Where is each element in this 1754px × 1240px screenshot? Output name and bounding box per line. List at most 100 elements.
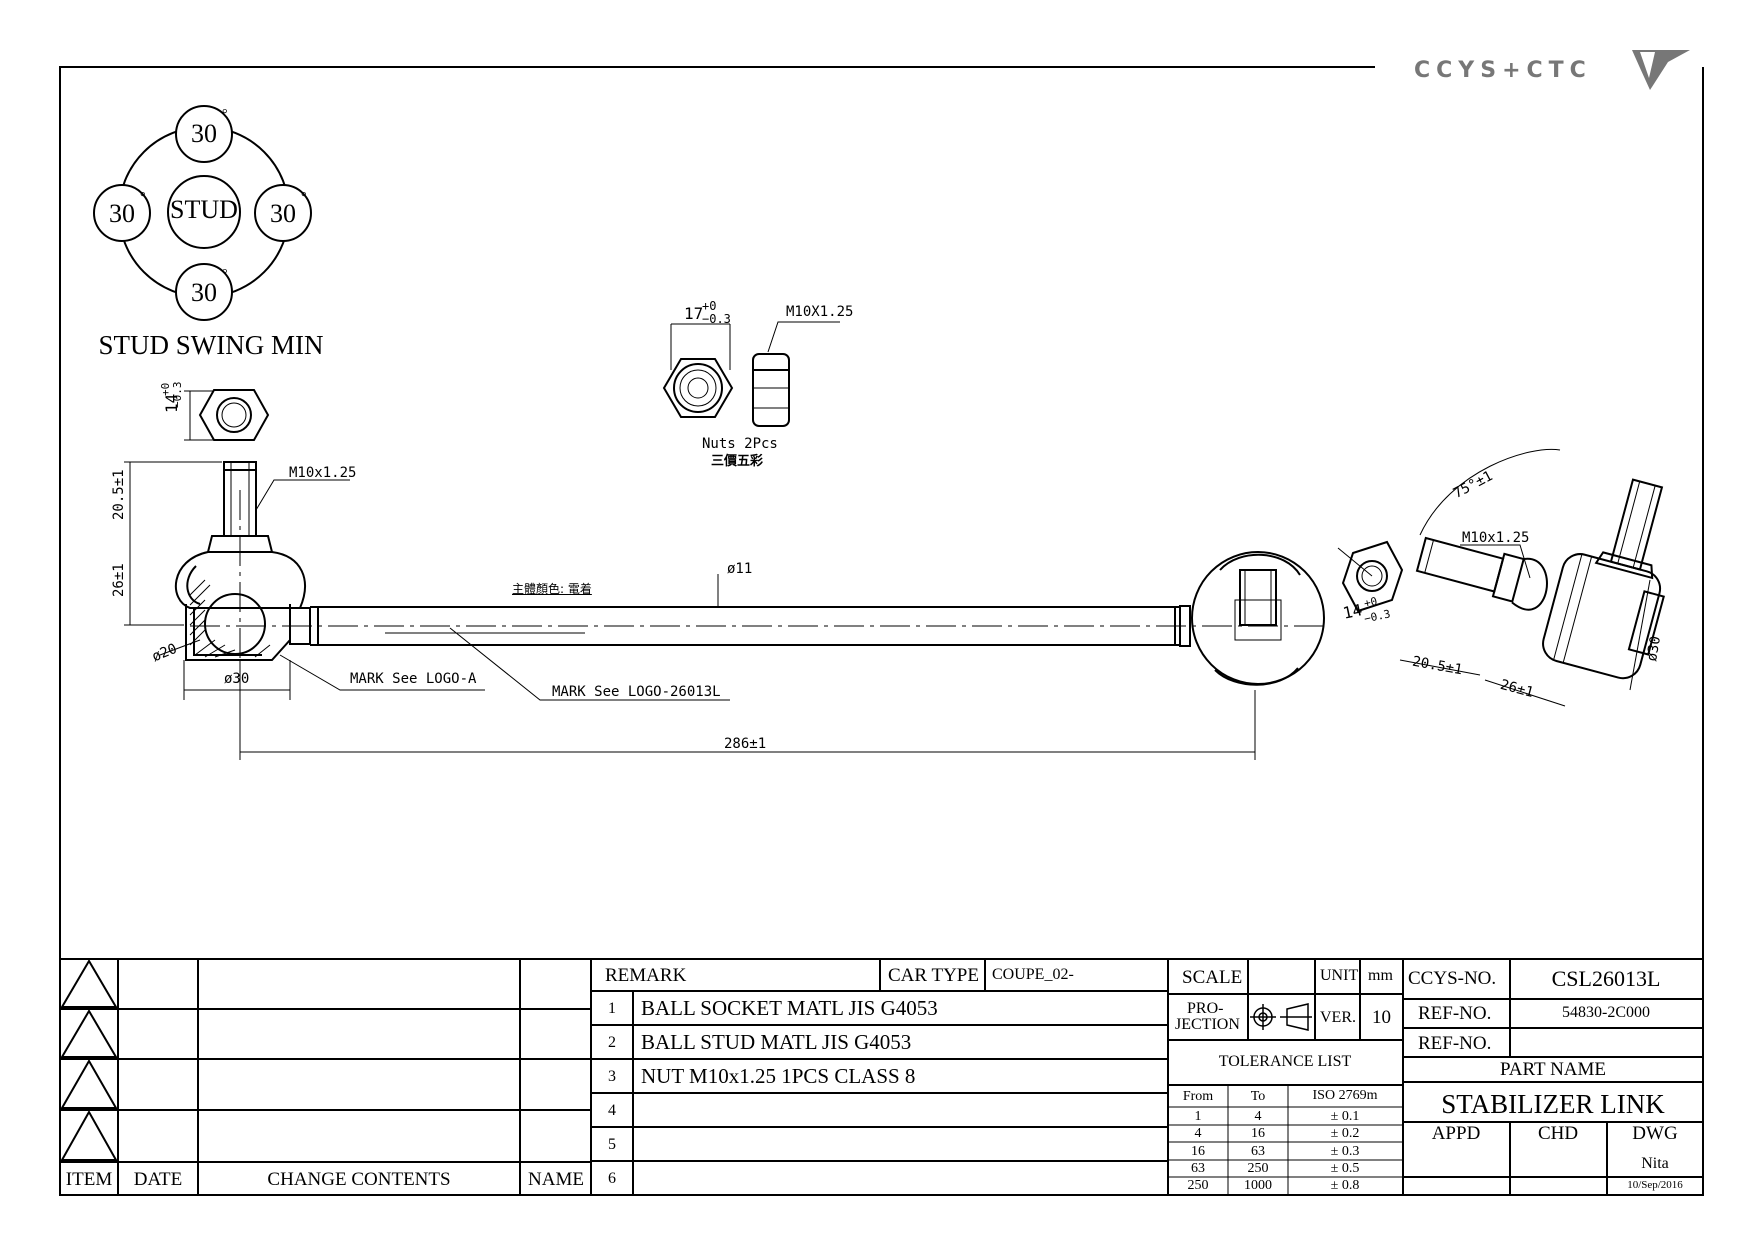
stud-length-dim: 20.5±1 [111, 469, 127, 520]
stud-swing-diagram [93, 105, 312, 321]
right-hex-nut [1341, 540, 1404, 613]
nut-width-dim: 17 [684, 304, 704, 323]
nut-width-tol-plus: +0 [702, 299, 717, 313]
top-nuts-drawing [662, 353, 790, 427]
tolerance-title: TOLERANCE LIST [1218, 1053, 1352, 1070]
tol-header-iso: ISO 2769m [1312, 1088, 1378, 1103]
left-hex-tol-minus: −0.3 [171, 381, 184, 409]
rev-header-item: ITEM [65, 1169, 113, 1190]
right-hex-tol-plus: +0 [1362, 594, 1379, 611]
nuts-finish-label: 三價五彩 [711, 454, 764, 469]
projection-symbol-icon [1250, 1003, 1312, 1031]
tol-value: ± 0.5 [1330, 1161, 1360, 1176]
rod [310, 606, 1180, 646]
left-hex-tol-plus: +0 [159, 382, 172, 396]
ref-no-label: REF-NO. [1418, 1003, 1492, 1024]
projection-label-2: JECTION [1175, 1016, 1240, 1033]
degree-mark: ° [140, 190, 146, 205]
tol-header-to: To [1250, 1089, 1266, 1104]
rev-header-date: DATE [133, 1169, 183, 1190]
car-type-value: COUPE_02- [992, 966, 1074, 983]
degree-mark: ° [301, 190, 307, 205]
degree-mark: ° [222, 267, 228, 282]
mark-logo-a-note: MARK See LOGO-A [350, 671, 477, 687]
tol-from: 250 [1187, 1178, 1209, 1193]
right-dia-label: ø30 [1644, 634, 1665, 663]
part-name-label: PART NAME [1499, 1059, 1607, 1080]
remark-row-no: 2 [608, 1034, 616, 1051]
right-joint-end-view [1179, 551, 1325, 686]
tol-to: 16 [1251, 1126, 1265, 1141]
ver-label: VER. [1320, 1009, 1356, 1026]
degree-mark: ° [222, 107, 228, 122]
left-ball-joint [175, 461, 311, 661]
tolerance-grid [1168, 1085, 1403, 1195]
remark-label: REMARK [605, 965, 687, 986]
tol-from: 63 [1191, 1161, 1205, 1176]
frame-border [59, 66, 1704, 1196]
remark-row-no: 6 [608, 1170, 616, 1187]
unit-value: mm [1368, 967, 1393, 984]
remark-row-no: 4 [608, 1102, 616, 1119]
scale-label: SCALE [1182, 967, 1243, 988]
revision-triangles [60, 959, 118, 1161]
ver-value: 10 [1372, 1007, 1391, 1028]
chd-label: CHD [1537, 1123, 1579, 1144]
stud-swing-center-label: STUD [170, 195, 238, 224]
stud-swing-angle-top: 30 [191, 119, 217, 148]
appd-label: APPD [1431, 1123, 1481, 1144]
dwg-date: 10/Sep/2016 [1627, 1179, 1683, 1191]
ccys-no-label: CCYS-NO. [1408, 968, 1497, 989]
right-hex-width-dim: 14 [1341, 600, 1364, 623]
tol-to: 1000 [1244, 1178, 1272, 1193]
unit-label: UNIT [1320, 967, 1359, 984]
ref-no-value: 54830-2C000 [1562, 1004, 1650, 1021]
tol-from: 1 [1194, 1109, 1202, 1124]
stud-swing-angle-right: 30 [270, 199, 296, 228]
stud-swing-caption: STUD SWING MIN [98, 330, 324, 360]
stud-swing-angle-left: 30 [109, 199, 135, 228]
dimension-lines [124, 321, 1651, 760]
company-logo-text: CCYS+CTC [1414, 58, 1592, 83]
tol-value: ± 0.8 [1330, 1178, 1360, 1193]
tol-to: 250 [1247, 1161, 1269, 1176]
tol-from: 4 [1194, 1126, 1202, 1141]
tol-value: ± 0.1 [1330, 1109, 1360, 1124]
ref-no2-label: REF-NO. [1418, 1033, 1492, 1054]
remark-row-no: 1 [608, 1000, 616, 1017]
rev-header-name: NAME [528, 1169, 584, 1190]
rev-header-change: CHANGE CONTENTS [267, 1169, 451, 1190]
car-type-label: CAR TYPE [888, 965, 979, 986]
tol-header-from: From [1182, 1089, 1214, 1104]
stud-swing-angle-bottom: 30 [191, 278, 217, 307]
overall-length-dim: 286±1 [724, 736, 767, 752]
dwg-label: DWG [1632, 1123, 1678, 1144]
mark-logo-part-note: MARK See LOGO-26013L [552, 684, 721, 700]
left-thread-label: M10x1.25 [289, 465, 357, 481]
nuts-label: Nuts 2Pcs [702, 436, 778, 452]
dwg-name: Nita [1641, 1155, 1669, 1172]
center-line [190, 490, 1330, 700]
right-rotated-ball-joint [1415, 478, 1665, 680]
tol-to: 4 [1254, 1109, 1262, 1124]
tol-value: ± 0.2 [1330, 1126, 1360, 1141]
socket-height-dim: 26±1 [111, 563, 127, 597]
part-name-value: STABILIZER LINK [1441, 1089, 1665, 1119]
right-thread-label: M10x1.25 [1462, 530, 1530, 546]
tol-value: ± 0.3 [1330, 1144, 1360, 1159]
tol-from: 16 [1191, 1144, 1205, 1159]
ccys-no-value: CSL26013L [1551, 966, 1661, 991]
socket-dia-label: ø30 [224, 671, 250, 687]
remark-row-text: BALL SOCKET MATL JIS G4053 [641, 996, 938, 1020]
remark-row-text: BALL STUD MATL JIS G4053 [641, 1030, 912, 1054]
remark-row-no: 5 [608, 1136, 616, 1153]
nut-width-tol-minus: −0.3 [702, 312, 731, 326]
left-socket-hatch [189, 579, 271, 658]
logo-mark [1632, 50, 1690, 90]
tol-to: 63 [1251, 1144, 1265, 1159]
left-hex-nut [198, 389, 270, 441]
nut-thread-label: M10X1.25 [786, 304, 854, 320]
projection-label-1: PRO- [1187, 1000, 1224, 1017]
remark-row-text: NUT M10x1.25 1PCS CLASS 8 [641, 1064, 916, 1088]
